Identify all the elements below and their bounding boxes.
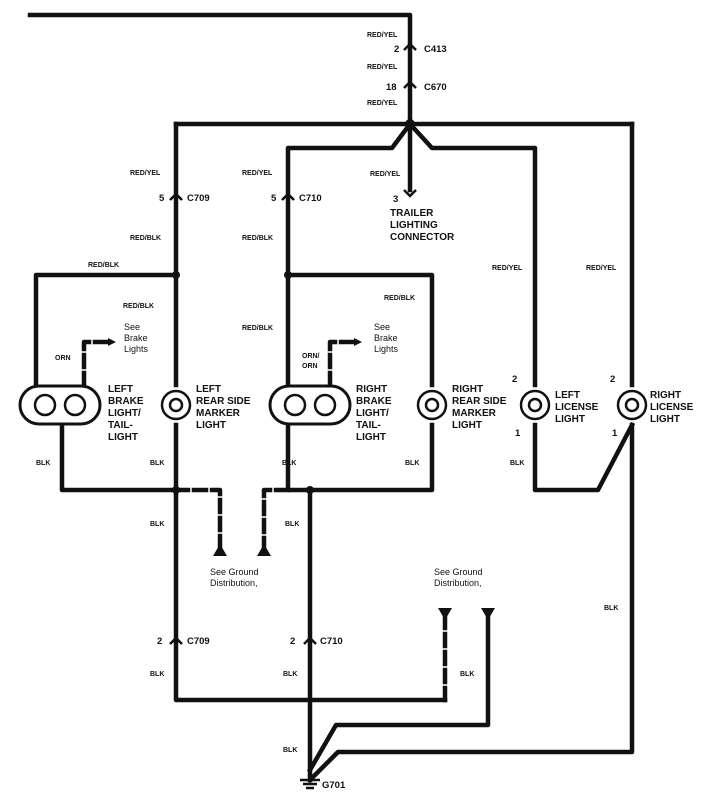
svg-text:BLK: BLK (460, 671, 474, 678)
connector-marks (169, 42, 417, 645)
svg-text:BLK: BLK (285, 521, 299, 528)
svg-text:ORN: ORN (302, 363, 318, 370)
note-ground-dist-left: See Ground Distribution, (210, 567, 261, 588)
note-ground-dist-right: See Ground Distribution, (434, 567, 485, 588)
svg-text:BLK: BLK (510, 460, 524, 467)
wire-left-marker-ground (173, 422, 448, 703)
junction-bottom-left (172, 486, 180, 494)
svg-text:C709: C709 (187, 636, 210, 647)
svg-text:RED/YEL: RED/YEL (492, 265, 523, 272)
left-license-label: LEFT LICENSE LIGHT (555, 390, 601, 425)
svg-text:RED/YEL: RED/YEL (242, 170, 273, 177)
junctions (172, 119, 415, 494)
svg-text:C709: C709 (187, 193, 210, 204)
svg-text:C710: C710 (299, 193, 322, 204)
ground-arrow-1 (213, 544, 227, 556)
wire-left-orn (81, 339, 113, 388)
svg-text:RED/YEL: RED/YEL (370, 171, 401, 178)
note-left-brake-lights: See Brake Lights (124, 322, 150, 354)
wires (27, 12, 636, 784)
svg-text:RED/BLK: RED/BLK (242, 235, 273, 242)
svg-text:BLK: BLK (150, 671, 164, 678)
svg-text:5: 5 (271, 193, 277, 204)
svg-text:2: 2 (394, 44, 399, 55)
svg-text:RED/YEL: RED/YEL (130, 170, 161, 177)
svg-text:ORN: ORN (55, 355, 71, 362)
junction-main (405, 119, 415, 129)
svg-text:RED/YEL: RED/YEL (367, 32, 398, 39)
svg-text:ORN/: ORN/ (302, 353, 320, 360)
svg-text:RED/YEL: RED/YEL (367, 64, 398, 71)
wire-dashed-ground-2 (261, 487, 291, 551)
svg-text:BLK: BLK (604, 605, 618, 612)
ground-arrow-2 (257, 544, 271, 556)
svg-text:1: 1 (515, 428, 521, 439)
wire-right-orn (327, 339, 358, 388)
svg-text:BLK: BLK (282, 460, 296, 467)
wire-dashed-ground-1 (173, 487, 223, 551)
svg-text:BLK: BLK (283, 671, 297, 678)
wire-right-brake-ground (285, 422, 435, 493)
svg-text:RED/BLK: RED/BLK (130, 235, 161, 242)
svg-text:RED/YEL: RED/YEL (586, 265, 617, 272)
component-labels: TRAILER LIGHTING CONNECTOR LEFT BRAKE LI… (108, 208, 696, 443)
svg-text:BLK: BLK (150, 460, 164, 467)
svg-text:RED/YEL: RED/YEL (367, 100, 398, 107)
right-marker-label: RIGHT REAR SIDE MARKER LIGHT (452, 384, 509, 431)
svg-text:BLK: BLK (150, 521, 164, 528)
svg-text:RED/BLK: RED/BLK (384, 295, 415, 302)
right-license-label: RIGHT LICENSE LIGHT (650, 390, 696, 425)
svg-text:RED/BLK: RED/BLK (88, 262, 119, 269)
junction-left (172, 271, 180, 279)
svg-text:2: 2 (290, 636, 295, 647)
lights (18, 384, 648, 426)
ground-arrow-4 (481, 608, 495, 620)
notes: See Brake Lights See Brake Lights See Gr… (108, 322, 485, 588)
svg-text:BLK: BLK (283, 747, 297, 754)
ground-arrows (213, 544, 495, 790)
svg-text:18: 18 (386, 82, 397, 93)
junction-bottom-right (306, 486, 314, 494)
right-brake-light (268, 384, 352, 426)
svg-text:G701: G701 (322, 780, 346, 791)
svg-text:C413: C413 (424, 44, 447, 55)
svg-text:RED/BLK: RED/BLK (123, 303, 154, 310)
left-marker-label: LEFT REAR SIDE MARKER LIGHT (196, 384, 253, 431)
svg-text:BLK: BLK (36, 460, 50, 467)
wire-branch-c710 (285, 120, 414, 278)
ground-symbol-g701 (300, 778, 320, 790)
svg-text:BLK: BLK (405, 460, 419, 467)
svg-text:5: 5 (159, 193, 165, 204)
svg-text:1: 1 (612, 428, 618, 439)
right-brake-label: RIGHT BRAKE LIGHT/ TAIL- LIGHT (356, 384, 394, 443)
wire-ground-dist-2 (306, 612, 491, 774)
wire-branch-left-license (406, 120, 538, 388)
left-brake-light (18, 384, 102, 426)
svg-text:C670: C670 (424, 82, 447, 93)
connector-labels: 2 C413 18 C670 5 C709 5 C710 3 2 2 1 1 2… (157, 44, 618, 791)
left-brake-label: LEFT BRAKE LIGHT/ TAIL- LIGHT (108, 384, 146, 443)
wire-color-labels: RED/YEL RED/YEL RED/YEL RED/YEL RED/YEL … (36, 32, 618, 754)
wire-right-marker-feed (285, 272, 435, 388)
ground-arrow-3 (438, 608, 452, 620)
note-right-brake-lights: See Brake Lights (374, 322, 400, 354)
wire-left-license-ground (532, 421, 636, 493)
wire-left-brake-ground (59, 422, 179, 493)
svg-text:C710: C710 (320, 636, 343, 647)
wire-top-feed (27, 12, 413, 127)
svg-text:3: 3 (393, 194, 398, 205)
junction-right (284, 271, 292, 279)
trailer-label: TRAILER LIGHTING CONNECTOR (390, 208, 455, 243)
svg-text:2: 2 (610, 374, 615, 385)
wire-left-brake-feed (33, 272, 179, 388)
svg-text:2: 2 (512, 374, 517, 385)
wire-right-license-ground (306, 422, 635, 784)
svg-text:2: 2 (157, 636, 162, 647)
svg-text:RED/BLK: RED/BLK (242, 325, 273, 332)
